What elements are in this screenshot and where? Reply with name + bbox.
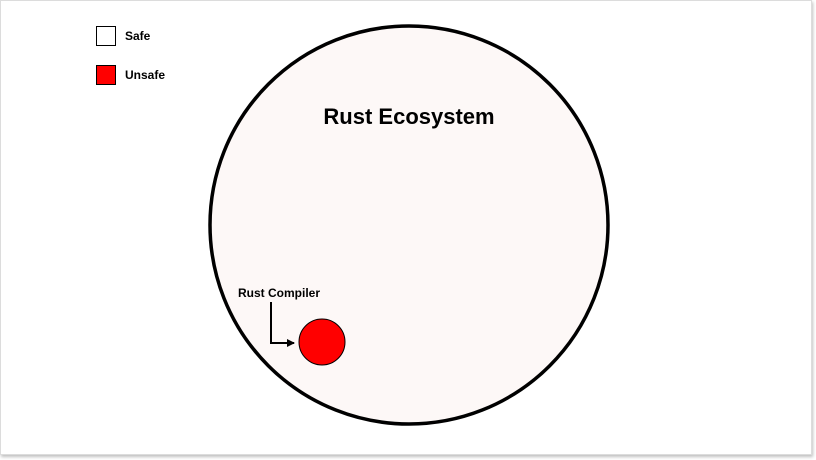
legend-label-unsafe: Unsafe [125, 68, 166, 82]
rust-ecosystem-label: Rust Ecosystem [323, 104, 494, 129]
legend-label-safe: Safe [125, 29, 151, 43]
legend-item-safe: Safe [96, 26, 150, 46]
legend-item-unsafe: Unsafe [96, 65, 165, 85]
rust-ecosystem-circle [208, 24, 610, 426]
legend-swatch-unsafe [96, 65, 116, 85]
legend-swatch-safe [96, 26, 116, 46]
compiler-pointer-arrow [270, 302, 295, 347]
rust-compiler-circle [298, 318, 346, 366]
rust-compiler-label: Rust Compiler [238, 286, 320, 300]
